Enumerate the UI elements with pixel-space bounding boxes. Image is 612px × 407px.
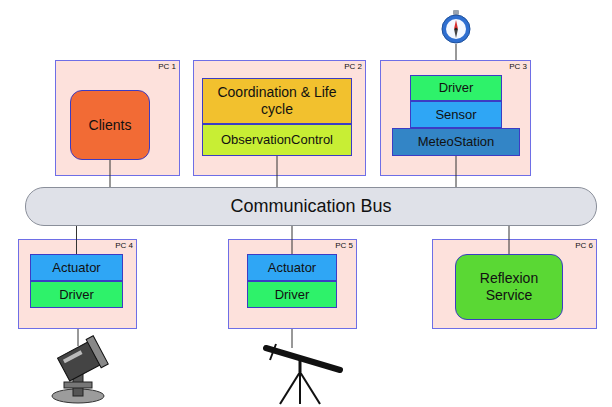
component-box: Reflexion Service [455,254,563,320]
component-label: Clients [89,117,132,134]
bus-connector [292,226,293,254]
component-box: Sensor [410,101,502,128]
component-label: Actuator [268,260,316,276]
bus-connector [509,226,510,254]
component-box: Actuator [30,254,123,281]
component-box: Driver [30,281,123,308]
component-label: Sensor [435,107,476,123]
component-label: Actuator [52,260,100,276]
computer-label: PC 6 [575,241,593,250]
component-label: Communication Bus [230,196,391,218]
leader-line [292,329,293,348]
computer-box: PC 4 ActuatorDriver [18,239,137,329]
computer-label: PC 2 [344,62,362,71]
component-box: Actuator [247,254,337,281]
component-label: Coordination & Life cycle [207,84,347,118]
component-label: Driver [439,80,474,96]
computer-label: PC 1 [158,62,176,71]
computer-box: PC 6 Reflexion Service [432,239,597,329]
bus-band: Communication Bus [25,187,597,226]
computer-box: PC 2 Coordination & Life cycleObservation… [193,60,366,176]
component-label: ObservationControl [221,132,333,148]
component-box: Coordination & Life cycle [202,78,352,124]
computer-box: PC 1 Clients [55,60,180,176]
component-label: Reflexion Service [460,270,558,304]
reflector-telescope-icon [52,336,108,403]
leader-line [456,44,457,60]
leader-line [78,329,79,346]
bus-connector [76,226,77,254]
compass-icon [442,10,470,43]
component-box: MeteoStation [392,128,520,156]
component-label: Driver [59,287,94,303]
component-label: Driver [275,287,310,303]
refractor-telescope-icon [266,344,340,404]
component-box: Driver [410,75,502,101]
component-box: Clients [70,90,150,160]
computer-label: PC 4 [115,241,133,250]
bus-connector [110,160,111,187]
component-box: Driver [247,281,337,308]
component-label: MeteoStation [418,134,495,150]
bus-connector [277,156,278,187]
computer-label: PC 5 [335,241,353,250]
component-box: ObservationControl [202,124,352,156]
computer-label: PC 3 [509,62,527,71]
bus-connector [456,156,457,187]
